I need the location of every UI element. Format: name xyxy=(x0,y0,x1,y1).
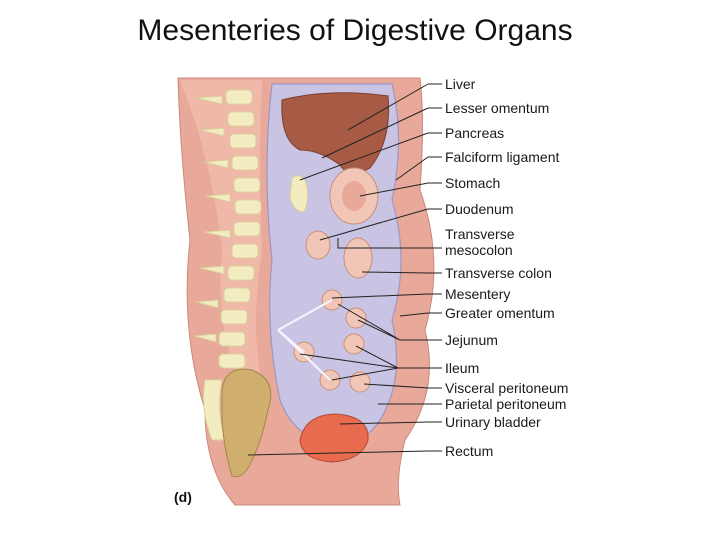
label-transverse-mesocolon-line2: mesocolon xyxy=(445,242,513,258)
label-liver: Liver xyxy=(445,76,476,92)
label-pancreas: Pancreas xyxy=(445,125,504,141)
label-transverse-mesocolon-line1: Transverse xyxy=(445,226,515,242)
duodenum xyxy=(305,230,331,260)
label-duodenum: Duodenum xyxy=(445,201,514,217)
urinary-bladder xyxy=(299,413,369,463)
label-transverse-colon: Transverse colon xyxy=(445,265,552,281)
label-lesser-omentum: Lesser omentum xyxy=(445,100,549,116)
spinous-processes xyxy=(193,95,231,343)
label-greater-omentum: Greater omentum xyxy=(445,305,555,321)
label-falciform-ligament: Falciform ligament xyxy=(445,149,559,165)
label-ileum: Ileum xyxy=(445,360,479,376)
spinal-column xyxy=(180,80,262,380)
label-rectum: Rectum xyxy=(445,443,493,459)
vertebrae xyxy=(218,89,262,369)
panel-label: (d) xyxy=(174,489,192,505)
label-mesentery: Mesentery xyxy=(445,286,510,302)
label-parietal-peritoneum: Parietal peritoneum xyxy=(445,396,566,412)
rectum xyxy=(221,368,272,478)
label-visceral-peritoneum: Visceral peritoneum xyxy=(445,380,568,396)
leader-lines xyxy=(247,83,442,456)
label-urinary-bladder: Urinary bladder xyxy=(445,414,541,430)
stomach-inner xyxy=(342,181,366,211)
page-title: Mesenteries of Digestive Organs xyxy=(137,14,573,47)
label-stomach: Stomach xyxy=(445,175,500,191)
label-jejunum: Jejunum xyxy=(445,332,498,348)
pancreas xyxy=(289,175,309,213)
